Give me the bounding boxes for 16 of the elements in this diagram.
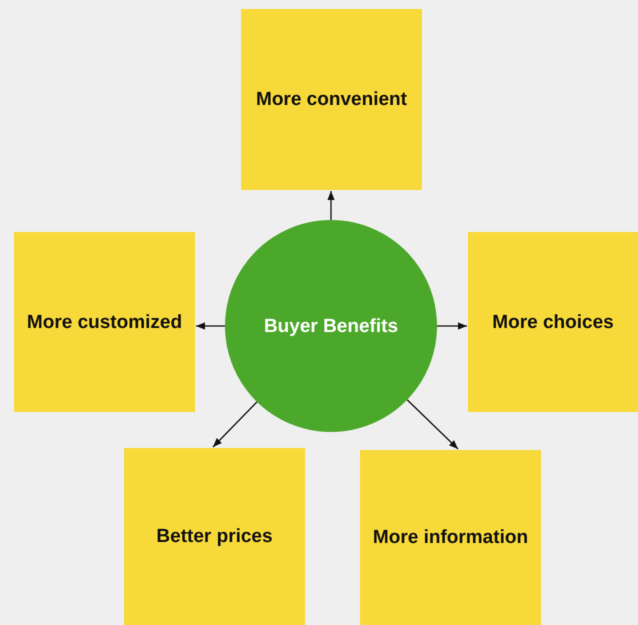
benefit-box	[124, 448, 305, 625]
node-label: More choices	[492, 310, 614, 334]
benefit-box	[360, 450, 541, 625]
node-label: Buyer Benefits	[264, 314, 398, 338]
node-label: More customized	[26, 310, 182, 334]
benefit-box	[14, 232, 195, 412]
node-label: More information	[372, 526, 528, 550]
arrow	[437, 322, 467, 330]
benefit-box	[241, 9, 422, 190]
arrow	[327, 191, 335, 220]
arrow	[406, 399, 458, 450]
node-label: Better prices	[156, 525, 273, 549]
arrow	[212, 401, 258, 448]
benefit-box	[468, 232, 638, 412]
node-label: More convenient	[256, 88, 407, 112]
arrow	[196, 322, 225, 330]
